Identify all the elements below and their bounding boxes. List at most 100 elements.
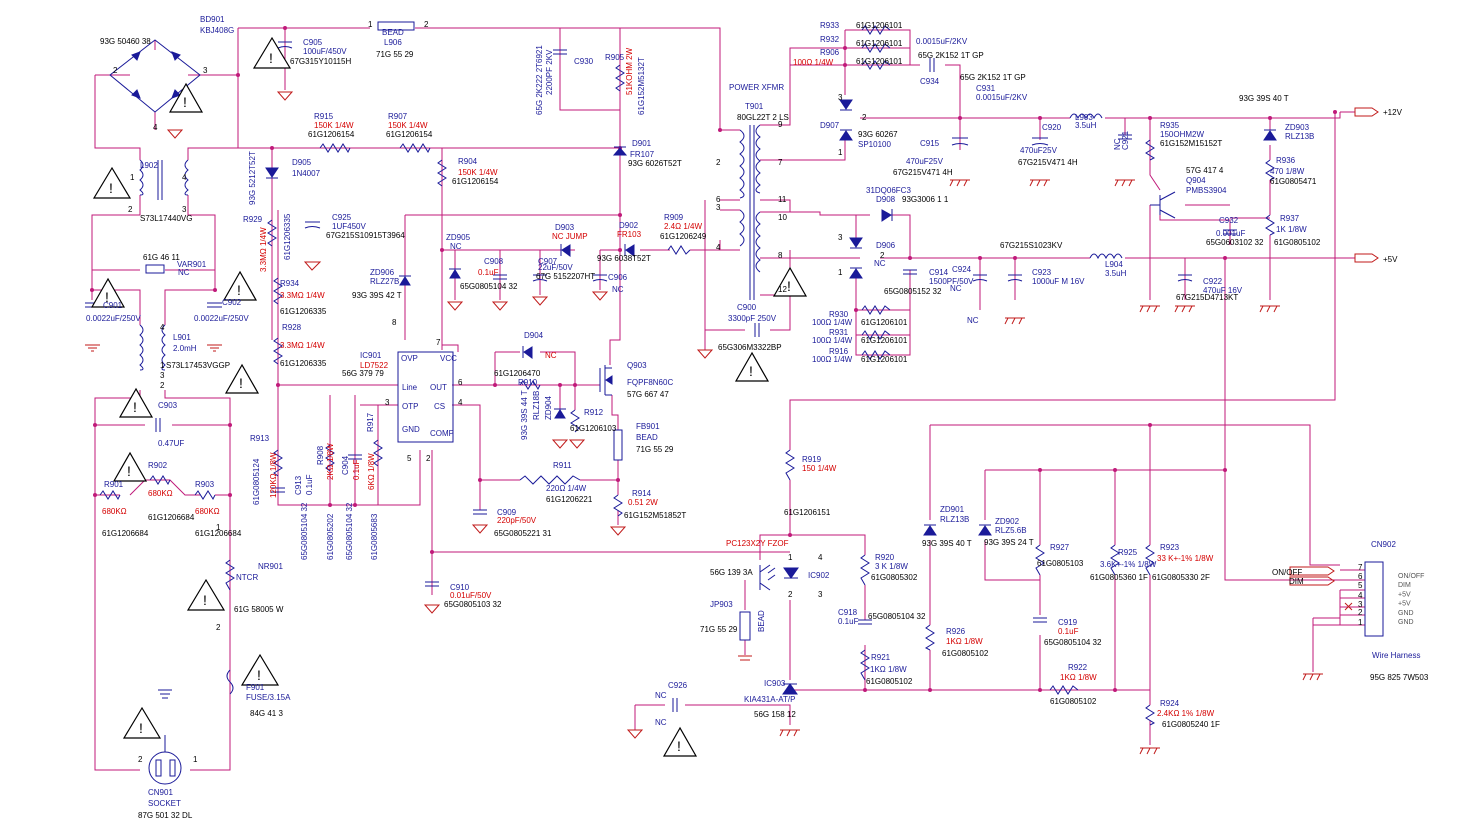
component-label: ZD902: [995, 517, 1020, 526]
resistor-r930: [861, 305, 891, 315]
component-label: 93G 50460 38: [100, 37, 151, 46]
component-label: T901: [745, 102, 764, 111]
component-label: CN902: [1371, 540, 1396, 549]
svg-text:!: !: [109, 180, 113, 196]
resistor-r907: [399, 143, 431, 154]
component-label: 2.4KΩ 1% 1/8W: [1157, 709, 1215, 718]
component-label: R909: [664, 213, 684, 222]
component-label: L906: [384, 38, 402, 47]
thermistor-nr901: [225, 559, 235, 591]
capacitor-c926: [672, 698, 678, 712]
capacitor-c923: [1007, 274, 1023, 282]
diode-d904: [522, 346, 533, 359]
component-label: C932: [1219, 216, 1239, 225]
pin-label: 2: [128, 205, 133, 214]
component-label: C925: [332, 213, 352, 222]
component-label: 61G1206335: [280, 359, 327, 368]
component-label: S73L17440VG: [140, 214, 193, 223]
capacitor-c932: [1223, 229, 1237, 235]
component-label: 56G 379 79: [342, 369, 384, 378]
component-label: 61G 46 11: [143, 253, 180, 262]
capacitor-c910: [425, 581, 439, 587]
component-label: 31DQ06FC3: [866, 186, 911, 195]
pin-label: 1: [193, 755, 198, 764]
zener-zd905: [449, 268, 461, 279]
fuse-f901: [226, 669, 234, 695]
component-label: ZD903: [1285, 123, 1310, 132]
resistor-r927: [1035, 544, 1045, 576]
component-label: 61G1206101: [861, 355, 908, 364]
component-label: 51KOHM 2W: [625, 47, 634, 95]
warning-icon: !: [122, 706, 162, 739]
component-label: 93G 6038T52T: [597, 254, 651, 263]
pin-label: 1: [838, 148, 843, 157]
warning-icon: !: [118, 387, 154, 418]
pin-label: 4: [458, 398, 463, 407]
component-label: C904: [341, 455, 350, 475]
component-label: C906: [608, 273, 628, 282]
pin-label: 4: [818, 553, 823, 562]
component-label: 61G0805240 1F: [1162, 720, 1220, 729]
resistor-r928: [273, 337, 283, 365]
ground-primary-1: [276, 91, 294, 101]
component-label: 150K 1/4W: [458, 168, 498, 177]
resistor-r904: [437, 159, 447, 187]
varistor-var901: [145, 264, 165, 274]
ground-primary-4: [491, 301, 509, 311]
zener-zd902: [978, 524, 992, 536]
capacitor-c918: [858, 619, 872, 625]
component-label: R915: [314, 112, 334, 121]
component-label: R906: [820, 48, 840, 57]
component-label: ZD905: [446, 233, 471, 242]
transformer-t901: [739, 124, 761, 300]
components: [85, 21, 1384, 785]
component-label: 61G1206101: [856, 21, 903, 30]
component-label: NC: [1113, 138, 1122, 150]
resistor-r932: [861, 43, 891, 53]
component-label: 0.1uF: [1058, 627, 1079, 636]
common-mode-choke-l902: [139, 159, 189, 200]
component-label: 1: [368, 20, 373, 29]
component-label: 0.1uF: [838, 617, 859, 626]
capacitor-c934: [929, 58, 935, 72]
component-label: 61G0805360 1F: [1090, 573, 1148, 582]
component-label: C922: [1203, 277, 1223, 286]
ground-primary-3: [446, 301, 464, 311]
ground-primary-8: [471, 524, 489, 534]
component-label: 93G 6026T52T: [628, 159, 682, 168]
component-label: 3 K 1/8W: [875, 562, 908, 571]
component-label: C930: [574, 57, 594, 66]
component-label: ZD904: [544, 395, 553, 420]
pin-label: 1: [216, 523, 221, 532]
component-label: 0.47UF: [158, 439, 184, 448]
component-label: 0.1uF: [478, 268, 499, 277]
component-label: 100Ω 1/4W: [812, 336, 853, 345]
component-label: NC: [545, 351, 557, 360]
component-label: D902: [619, 221, 639, 230]
pin-label: 3: [818, 590, 823, 599]
component-label: 93G 39S 42 T: [352, 291, 402, 300]
component-label: D903: [555, 223, 575, 232]
component-label: 80GL22T 2 LS: [737, 113, 789, 122]
inductor-l903: [1069, 113, 1103, 120]
component-label: R928: [282, 323, 302, 332]
svg-text:!: !: [787, 278, 791, 294]
component-label: 22uF/50V: [538, 263, 573, 272]
component-label: 150 1/4W: [802, 464, 837, 473]
component-label: L901: [173, 333, 191, 342]
component-label: R901: [104, 480, 124, 489]
ground-primary-10: [423, 604, 441, 614]
component-label: 1KΩ 1/8W: [870, 665, 907, 674]
component-label: VCC: [440, 354, 457, 363]
component-label: 93G 5212T52T: [248, 151, 257, 205]
component-label: 0.0015uF/2KV: [916, 37, 968, 46]
component-label: 65G0805104 32: [460, 282, 518, 291]
component-label: 100Ω 1/4W: [812, 318, 853, 327]
component-label: 95G 825 7W503: [1370, 673, 1429, 682]
component-label: BEAD: [636, 433, 658, 442]
component-label: PC123X2Y FZOF: [726, 539, 789, 548]
capacitor-c914: [903, 269, 917, 275]
component-label: 65G 2K152 1T GP: [918, 51, 984, 60]
